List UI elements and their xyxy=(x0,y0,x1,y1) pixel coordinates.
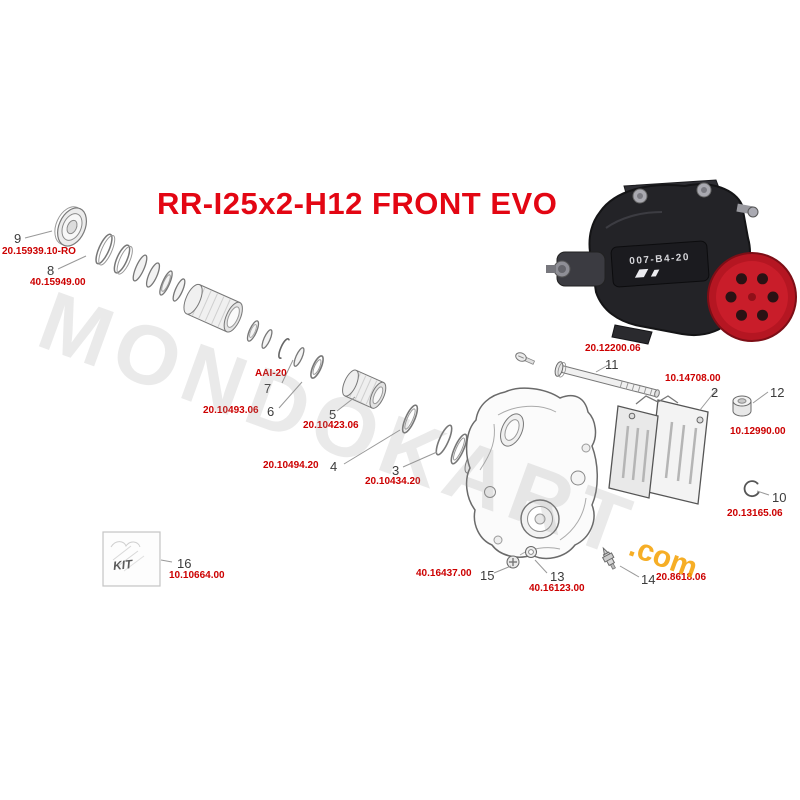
end-cap-part-9 xyxy=(54,206,87,247)
part-code-13: 40.16123.00 xyxy=(529,583,585,594)
bleed-screw-part-14 xyxy=(601,546,616,570)
part-code-14: 20.8618.06 xyxy=(656,572,707,583)
part-ref-12: 12 xyxy=(770,385,785,400)
screw-part-15 xyxy=(506,555,520,569)
caliper-body xyxy=(464,387,598,560)
washer-part-13 xyxy=(525,546,537,558)
photo-label-panel: 007-B4-20 xyxy=(610,240,710,288)
part-ref-16: 16 xyxy=(177,556,192,571)
page-title: RR-I25x2-H12 FRONT EVO xyxy=(157,186,558,221)
small-piston-part-5 xyxy=(342,369,387,409)
circlip-part-7 xyxy=(278,338,290,359)
seal-rings-part-3 xyxy=(435,424,468,465)
small-top-screw xyxy=(515,352,536,365)
seal-ring-part-4 xyxy=(401,404,419,434)
clip-part-10 xyxy=(743,480,760,497)
washer-stack xyxy=(132,254,186,302)
large-piston xyxy=(183,283,243,333)
part-ref-13: 13 xyxy=(550,569,565,584)
part-code-9: 20.15939.10-RO xyxy=(2,246,76,257)
part-ref-15: 15 xyxy=(480,568,495,583)
part-ref-2: 2 xyxy=(711,385,719,400)
part-ref-5: 5 xyxy=(329,407,337,422)
brake-disc-photo xyxy=(707,252,797,342)
part-ref-9: 9 xyxy=(14,231,22,246)
spring-rings-part-8 xyxy=(95,233,133,275)
leader-lines xyxy=(24,230,770,578)
part-ref-14: 14 xyxy=(641,572,656,587)
photo-model-text: 007-B4-20 xyxy=(629,252,690,267)
part-code-7: AAI-20 xyxy=(255,368,287,379)
part-ref-11: 11 xyxy=(605,357,619,372)
part-code-4: 20.10494.20 xyxy=(263,460,319,471)
part-ref-3: 3 xyxy=(392,463,400,478)
part-ref-7: 7 xyxy=(264,381,272,396)
pad-pin-bolt-part-11 xyxy=(554,361,660,398)
part-code-8: 40.15949.00 xyxy=(30,277,86,288)
part-code-2: 10.14708.00 xyxy=(665,373,721,384)
part-ref-8: 8 xyxy=(47,263,55,278)
part-ref-4: 4 xyxy=(330,459,338,474)
kit-box-part-16 xyxy=(102,531,161,587)
part-code-15: 40.16437.00 xyxy=(416,568,472,579)
part-ref-10: 10 xyxy=(772,490,787,505)
product-photo: 007-B4-20 xyxy=(546,179,797,345)
part-code-3: 20.10434.20 xyxy=(365,476,421,487)
nut-part-12 xyxy=(732,395,752,417)
part-code-11: 20.12200.06 xyxy=(585,343,641,354)
brake-pads-part-2 xyxy=(608,395,709,505)
part-code-6: 20.10493.06 xyxy=(203,405,259,416)
part-code-12: 10.12990.00 xyxy=(730,426,786,437)
small-rings-and-circlip xyxy=(246,320,324,379)
kit-box-label: KIT xyxy=(112,557,134,573)
part-ref-6: 6 xyxy=(267,404,275,419)
o-ring-part-6 xyxy=(310,355,324,379)
part-code-10: 20.13165.06 xyxy=(727,508,783,519)
part-code-5: 20.10423.06 xyxy=(303,420,359,431)
part-code-16: 10.10664.00 xyxy=(169,570,225,581)
